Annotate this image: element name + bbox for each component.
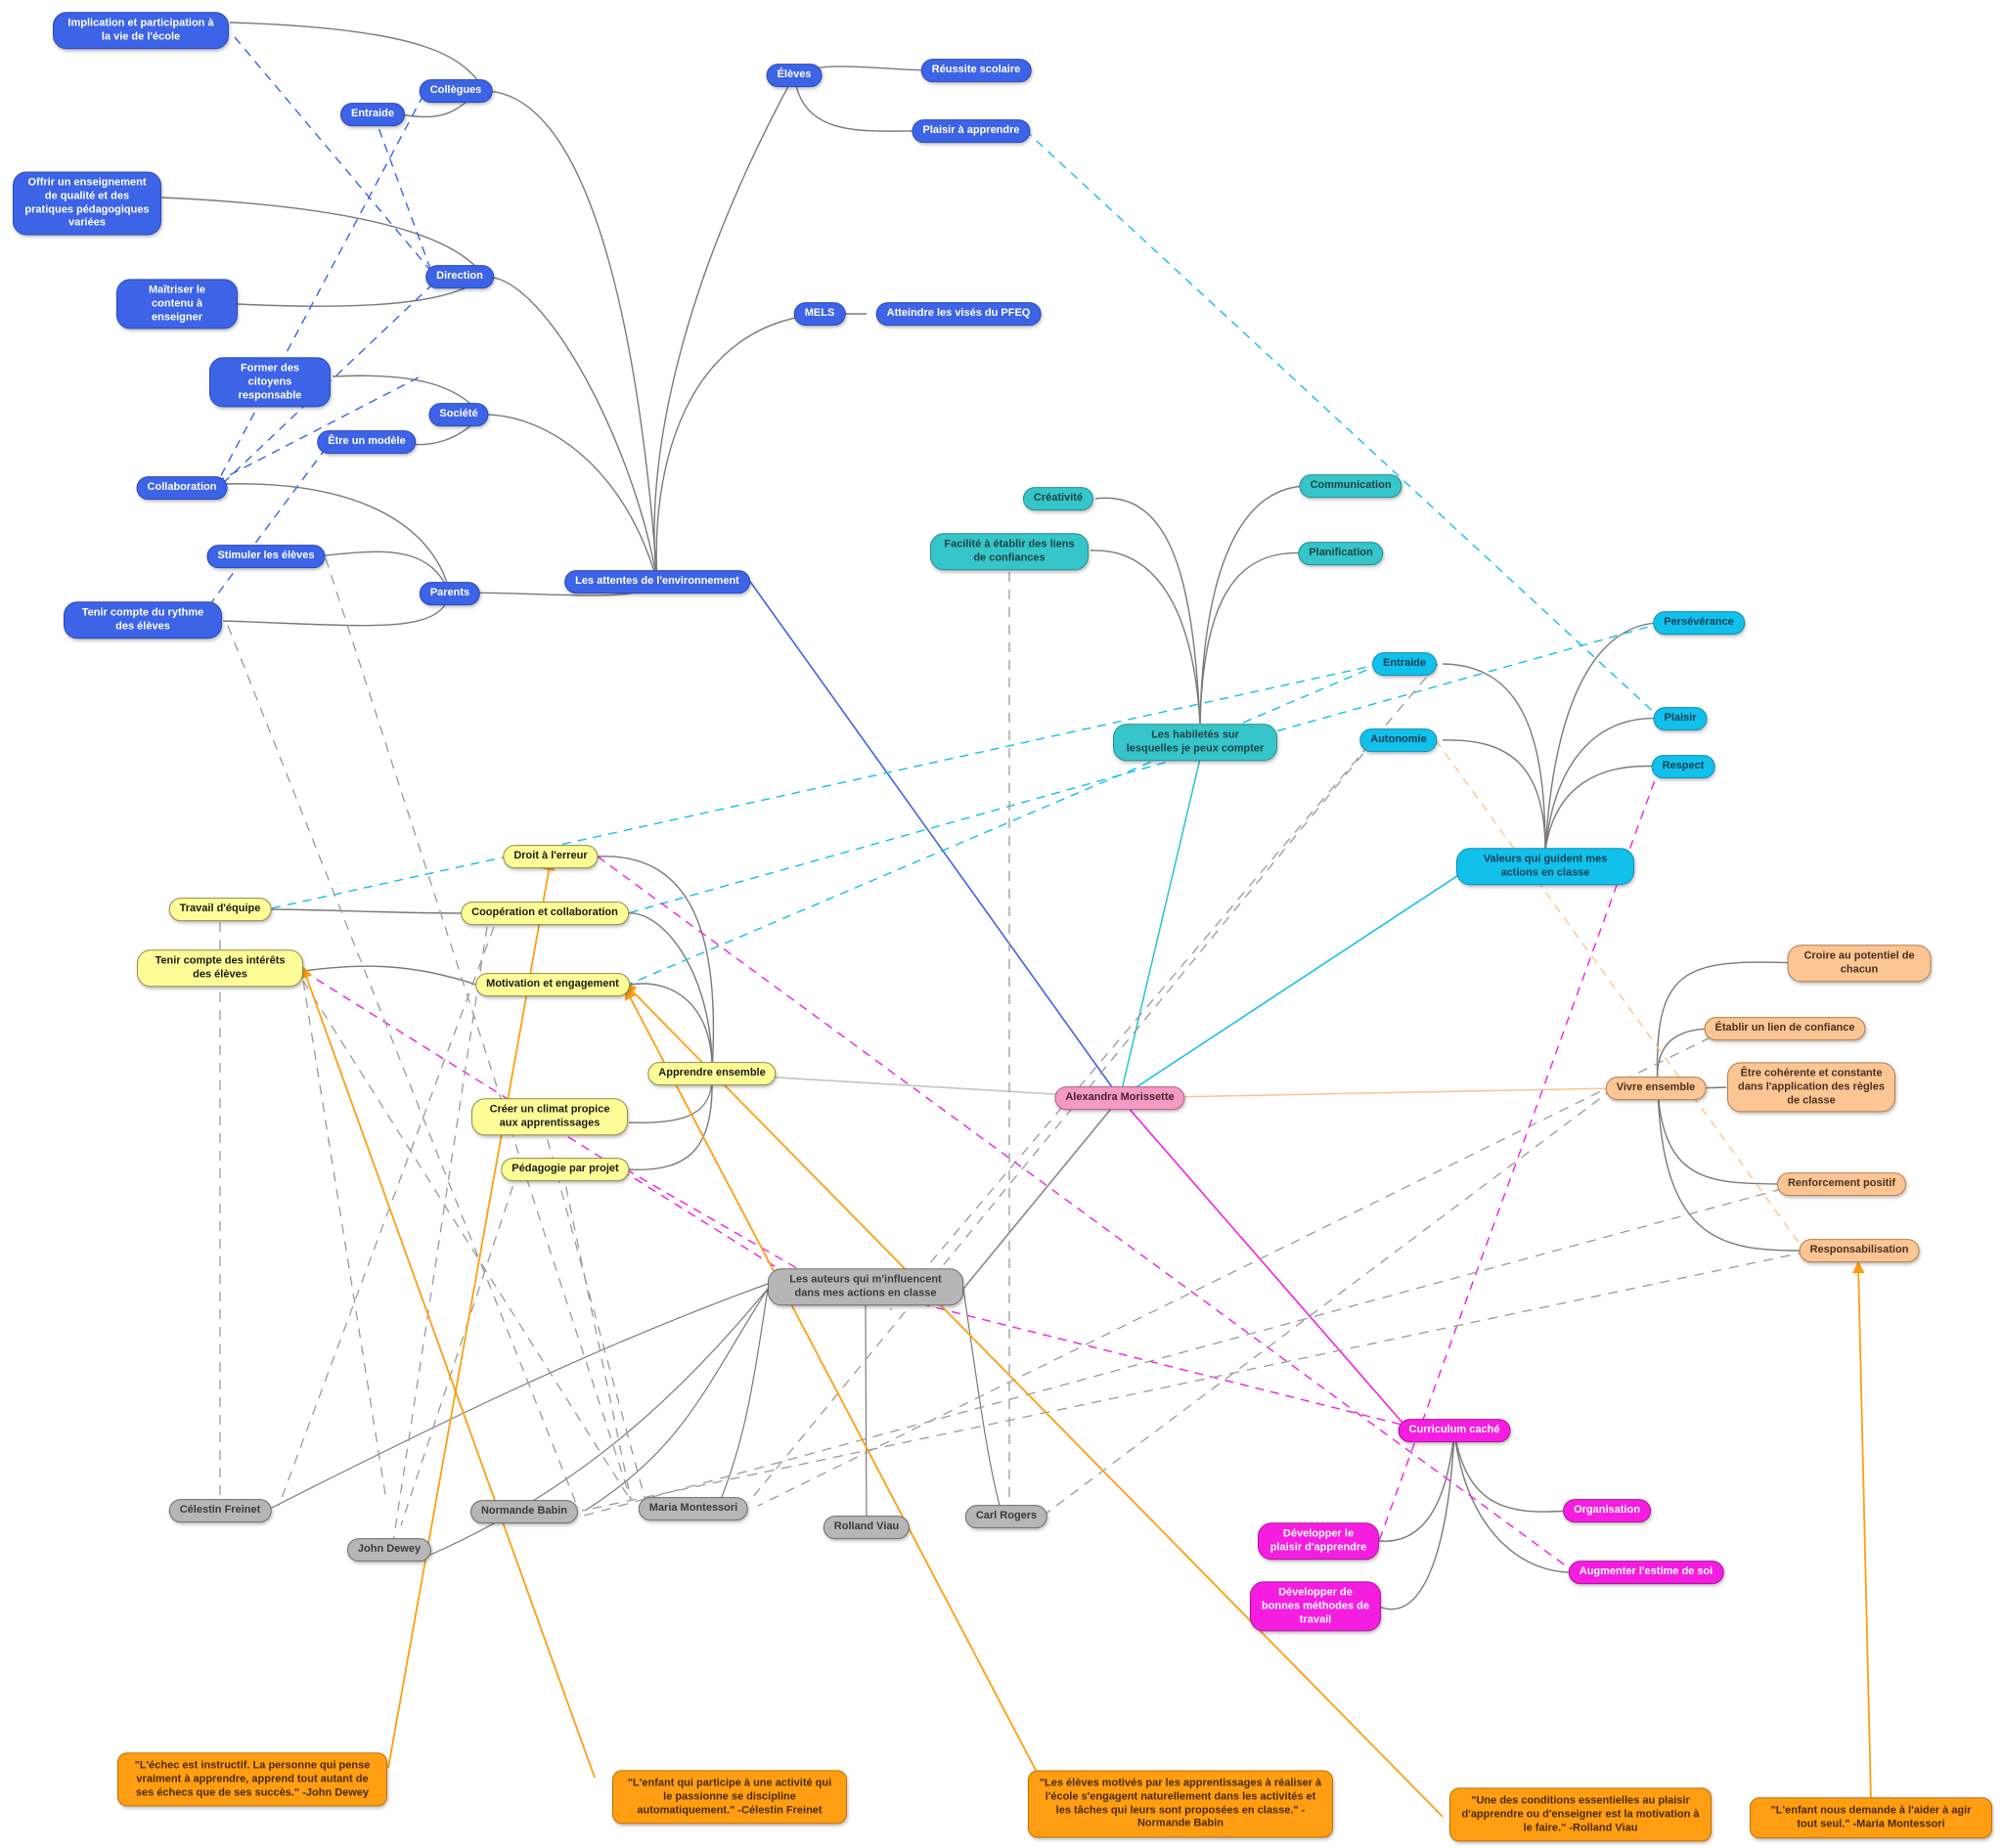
hab-root-node[interactable]: Les habiletés sur lesquelles je peux com… bbox=[1113, 724, 1277, 761]
env-modele-node[interactable]: Être un modèle bbox=[317, 430, 417, 454]
env-reussite-node[interactable]: Réussite scolaire bbox=[920, 59, 1032, 82]
val-autonomie-node[interactable]: Autonomie bbox=[1359, 728, 1438, 752]
env-offrir-node[interactable]: Offrir un enseignement de qualité et des… bbox=[13, 171, 161, 236]
aut-root-node[interactable]: Les auteurs qui m'influencent dans mes a… bbox=[768, 1268, 963, 1305]
env-entraide-node[interactable]: Entraide bbox=[339, 103, 406, 126]
env-parents-node[interactable]: Parents bbox=[419, 582, 481, 605]
aut-dewey-node[interactable]: John Dewey bbox=[346, 1538, 432, 1562]
cur-organisation-node[interactable]: Organisation bbox=[1563, 1499, 1651, 1522]
env-collaboration-node[interactable]: Collaboration bbox=[136, 476, 228, 500]
env-eleves-node[interactable]: Élèves bbox=[766, 64, 823, 87]
val-plaisir-node[interactable]: Plaisir bbox=[1653, 707, 1708, 730]
central-node[interactable]: Alexandra Morissette bbox=[1054, 1086, 1185, 1110]
app-projet-node[interactable]: Pédagogie par projet bbox=[501, 1158, 630, 1181]
aut-viau-node[interactable]: Rolland Viau bbox=[823, 1516, 911, 1539]
grey-dashed-links bbox=[219, 554, 1808, 1556]
env-implication-node[interactable]: Implication et participation à la vie de… bbox=[53, 12, 229, 49]
cur-plaisir-node[interactable]: Développer le plaisir d'apprendre bbox=[1258, 1522, 1379, 1560]
env-pfeq-node[interactable]: Atteindre les visés du PFEQ bbox=[875, 302, 1042, 326]
app-motivation-node[interactable]: Motivation et engagement bbox=[475, 973, 630, 996]
val-perseverance-node[interactable]: Persévérance bbox=[1653, 611, 1745, 635]
aut-freinet-node[interactable]: Célestin Freinet bbox=[168, 1499, 272, 1522]
viv-renforcement-node[interactable]: Renforcement positif bbox=[1776, 1172, 1907, 1196]
viv-coherente-node[interactable]: Être cohérente et constante dans l'appli… bbox=[1727, 1062, 1895, 1113]
env-citoyens-node[interactable]: Former des citoyens responsable bbox=[209, 357, 331, 408]
app-cooperation-node[interactable]: Coopération et collaboration bbox=[461, 902, 629, 925]
env-direction-node[interactable]: Direction bbox=[425, 265, 494, 288]
app-root-node[interactable]: Apprendre ensemble bbox=[647, 1062, 777, 1085]
env-societe-node[interactable]: Société bbox=[428, 403, 489, 426]
quote-freinet[interactable]: "L'enfant qui participe à une activité q… bbox=[612, 1770, 847, 1825]
quote-viau[interactable]: "Une des conditions essentielles au plai… bbox=[1449, 1787, 1712, 1842]
app-droit-node[interactable]: Droit à l'erreur bbox=[503, 845, 599, 868]
quote-montessori[interactable]: "L'enfant nous demande à l'aider à agir … bbox=[1750, 1797, 1992, 1838]
viv-root-node[interactable]: Vivre ensemble bbox=[1605, 1077, 1707, 1100]
val-entraide-node[interactable]: Entraide bbox=[1371, 652, 1438, 676]
env-maitriser-node[interactable]: Maîtriser le contenu à enseigner bbox=[116, 279, 238, 330]
viv-lien-node[interactable]: Établir un lien de confiance bbox=[1704, 1017, 1866, 1040]
app-climat-node[interactable]: Créer un climat propice aux apprentissag… bbox=[471, 1098, 628, 1135]
app-travail-node[interactable]: Travail d'équipe bbox=[168, 898, 272, 921]
cur-estime-node[interactable]: Augmenter l'estime de soi bbox=[1568, 1561, 1724, 1584]
hab-facilite-node[interactable]: Facilité à établir des liens de confianc… bbox=[930, 533, 1089, 570]
cur-methodes-node[interactable]: Développer de bonnes méthodes de travail bbox=[1250, 1581, 1381, 1632]
env-stimuler-node[interactable]: Stimuler les élèves bbox=[206, 545, 326, 568]
quote-dewey[interactable]: "L'échec est instructif. La personne qui… bbox=[117, 1752, 387, 1807]
cur-root-node[interactable]: Curriculum caché bbox=[1398, 1419, 1511, 1442]
dashed-links bbox=[195, 36, 1805, 1573]
val-root-node[interactable]: Valeurs qui guident mes actions en class… bbox=[1456, 848, 1634, 885]
hab-communication-node[interactable]: Communication bbox=[1299, 474, 1402, 498]
aut-montessori-node[interactable]: Maria Montessori bbox=[638, 1497, 749, 1520]
main-branches bbox=[711, 578, 1615, 1430]
aut-rogers-node[interactable]: Carl Rogers bbox=[964, 1505, 1048, 1528]
viv-croire-node[interactable]: Croire au potentiel de chacun bbox=[1787, 945, 1932, 982]
hab-planification-node[interactable]: Planification bbox=[1298, 542, 1384, 565]
val-respect-node[interactable]: Respect bbox=[1651, 755, 1715, 778]
aut-babin-node[interactable]: Normande Babin bbox=[469, 1500, 579, 1523]
env-mels-node[interactable]: MELS bbox=[793, 302, 846, 326]
env-rythme-node[interactable]: Tenir compte du rythme des élèves bbox=[64, 601, 222, 638]
hab-creativite-node[interactable]: Créativité bbox=[1022, 487, 1094, 510]
app-interets-node[interactable]: Tenir compte des intérêts des élèves bbox=[137, 949, 303, 987]
tree-connectors bbox=[160, 22, 1808, 1610]
quote-arrows bbox=[300, 858, 1872, 1818]
viv-respons-node[interactable]: Responsabilisation bbox=[1799, 1239, 1920, 1262]
env-plaisir-node[interactable]: Plaisir à apprendre bbox=[912, 119, 1031, 143]
env-root-node[interactable]: Les attentes de l'environnement bbox=[564, 570, 750, 594]
quote-babin[interactable]: "Les élèves motivés par les apprentissag… bbox=[1028, 1770, 1333, 1838]
env-collegues-node[interactable]: Collègues bbox=[419, 79, 493, 103]
